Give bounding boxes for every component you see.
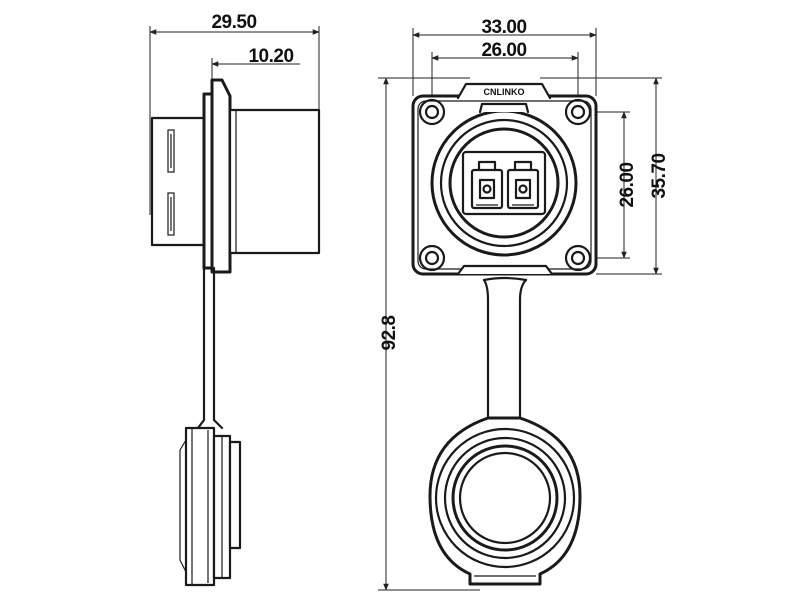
dimension-label-26-00-vertical: 26.00: [617, 162, 638, 207]
brand-logo: CNLINKO: [456, 82, 552, 100]
lc-port-right: [506, 168, 540, 210]
dimension-front-outer-height: 35.70: [540, 77, 670, 275]
dimension-side-total-length: 29.50: [149, 12, 320, 215]
side-tether-left: [196, 266, 206, 430]
lc-port-left: [470, 168, 504, 210]
mounting-hole-bottom-left: [418, 244, 446, 272]
side-tether-right: [212, 266, 224, 430]
side-view: 29.50 10.20: [149, 12, 321, 587]
side-front-body: [228, 108, 321, 255]
side-rear-slots: [167, 129, 175, 236]
lc-duplex-adapter: [461, 150, 547, 216]
mounting-hole-top-left: [418, 98, 446, 126]
side-dust-cap: [179, 426, 242, 587]
front-view: 33.00 26.00 26.00 35.70 92.8: [378, 17, 670, 591]
svg-text:CNLINKO: CNLINKO: [484, 87, 525, 97]
flange-tab: [456, 264, 554, 276]
dimension-label-33-00: 33.00: [481, 17, 526, 38]
dimension-label-26-00-horizontal: 26.00: [481, 40, 526, 61]
tether-right-edge: [518, 278, 528, 420]
dimension-label-35-70: 35.70: [649, 153, 670, 198]
dimension-label-92-8: 92.8: [379, 316, 400, 351]
dimension-label-10-20: 10.20: [248, 46, 293, 67]
dimension-front-outer-width: 33.00: [412, 17, 597, 96]
tether-left-edge: [482, 278, 490, 420]
coupling-ring: [430, 102, 578, 257]
dust-cap: [428, 416, 582, 586]
mounting-hole-bottom-right: [564, 244, 592, 272]
dimension-label-29-50: 29.50: [211, 12, 256, 33]
dimension-overall-length: 92.8: [378, 77, 480, 591]
side-rear-body: [150, 116, 206, 247]
mounting-hole-top-right: [564, 98, 592, 126]
side-mounting-plate: [210, 78, 232, 274]
